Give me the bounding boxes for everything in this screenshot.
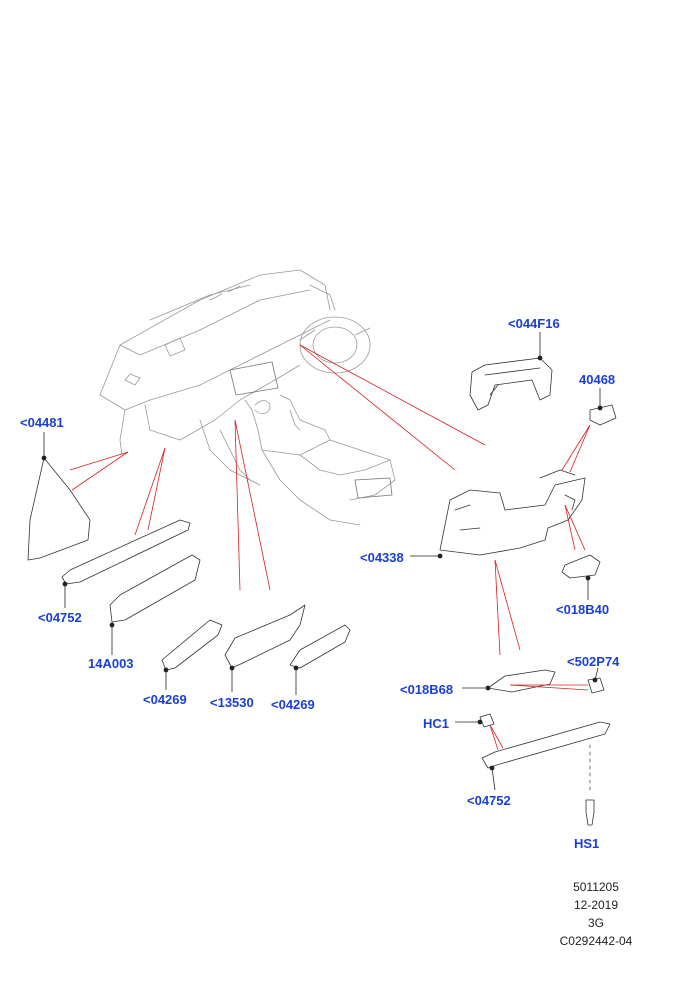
label-04338[interactable]: <04338 bbox=[360, 550, 404, 565]
label-018b40[interactable]: <018B40 bbox=[556, 602, 610, 617]
footer-line-1: 5011205 bbox=[573, 880, 619, 894]
part-018b68-drawing bbox=[487, 669, 556, 693]
label-13530[interactable]: <13530 bbox=[210, 695, 254, 710]
part-018b40-drawing bbox=[561, 554, 601, 579]
label-04269-b[interactable]: <04269 bbox=[271, 697, 315, 712]
part-14a003-drawing bbox=[109, 554, 201, 623]
label-018b68[interactable]: <018B68 bbox=[400, 682, 454, 697]
callout-stems bbox=[41, 332, 603, 791]
part-40468-drawing bbox=[589, 404, 617, 426]
label-044f16[interactable]: <044F16 bbox=[508, 316, 560, 331]
leader-lines bbox=[69, 344, 591, 751]
dashboard-drawing bbox=[99, 269, 396, 526]
part-04269-a-drawing bbox=[161, 619, 223, 671]
part-hs1-drawing bbox=[585, 744, 595, 826]
label-hc1[interactable]: HC1 bbox=[423, 716, 450, 731]
label-40468[interactable]: 40468 bbox=[579, 372, 616, 387]
part-044f16-drawing bbox=[469, 357, 553, 411]
label-14a003[interactable]: 14A003 bbox=[88, 656, 134, 671]
part-04481-drawing bbox=[27, 457, 91, 561]
label-502p74[interactable]: <502P74 bbox=[567, 654, 620, 669]
footer-line-2: 12-2019 bbox=[573, 898, 619, 912]
label-hs1[interactable]: HS1 bbox=[574, 836, 600, 851]
footer-line-4: C0292442-04 bbox=[559, 934, 633, 948]
part-04752-upper-drawing bbox=[61, 519, 191, 585]
part-04338-drawing bbox=[439, 469, 586, 556]
part-hc1-drawing bbox=[479, 713, 495, 728]
footer-line-3: 3G bbox=[587, 916, 604, 930]
label-04481[interactable]: <04481 bbox=[20, 415, 64, 430]
label-04752-upper[interactable]: <04752 bbox=[38, 610, 82, 625]
label-04752-lower[interactable]: <04752 bbox=[467, 793, 511, 808]
part-04269-b-drawing bbox=[289, 624, 351, 669]
label-04269-a[interactable]: <04269 bbox=[143, 692, 187, 707]
part-13530-drawing bbox=[224, 604, 306, 669]
